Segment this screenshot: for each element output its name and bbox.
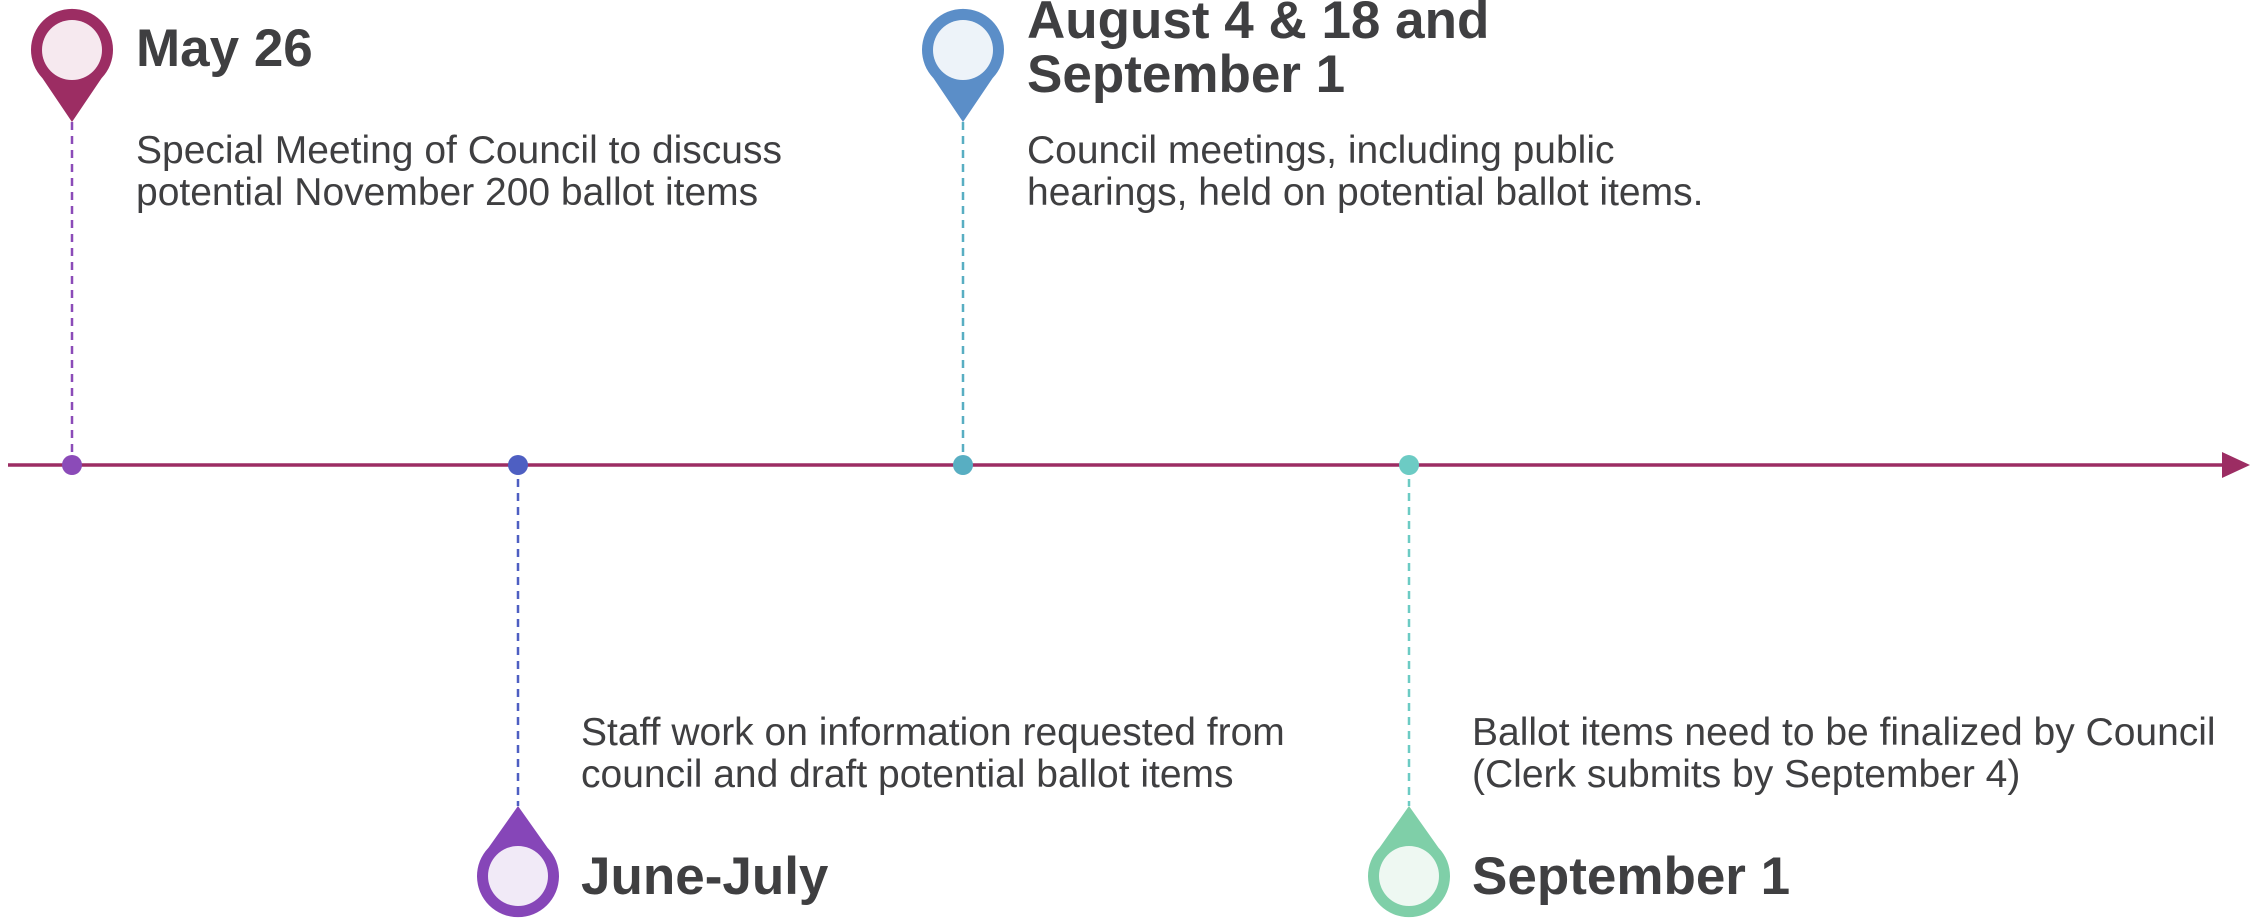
timeline-dot-september-1 [1399, 455, 1419, 475]
map-pin-inner [488, 846, 548, 906]
timeline-dot-may-26 [62, 455, 82, 475]
timeline-event-may-26 [30, 8, 113, 475]
timeline-dot-june-july [508, 455, 528, 475]
map-pin-inner [1379, 846, 1439, 906]
map-pin-inner [42, 20, 102, 80]
timeline-event-august-september [921, 8, 1004, 475]
event-title-august-september: August 4 & 18 and September 1 [1027, 0, 1490, 104]
timeline-event-june-july [476, 455, 559, 918]
event-description-september-1: Ballot items need to be finalized by Cou… [1472, 711, 2216, 796]
event-title-september-1: September 1 [1472, 847, 1791, 906]
map-pin-inner [933, 20, 993, 80]
timeline-arrow-head [2222, 452, 2250, 478]
event-title-may-26: May 26 [136, 19, 313, 78]
timeline-event-september-1 [1368, 455, 1450, 918]
event-title-june-july: June-July [581, 847, 829, 906]
event-description-may-26: Special Meeting of Council to discuss po… [136, 129, 782, 214]
event-description-june-july: Staff work on information requested from… [581, 711, 1285, 796]
event-description-august-september: Council meetings, including public heari… [1027, 129, 1704, 214]
timeline-dot-august-september [953, 455, 973, 475]
